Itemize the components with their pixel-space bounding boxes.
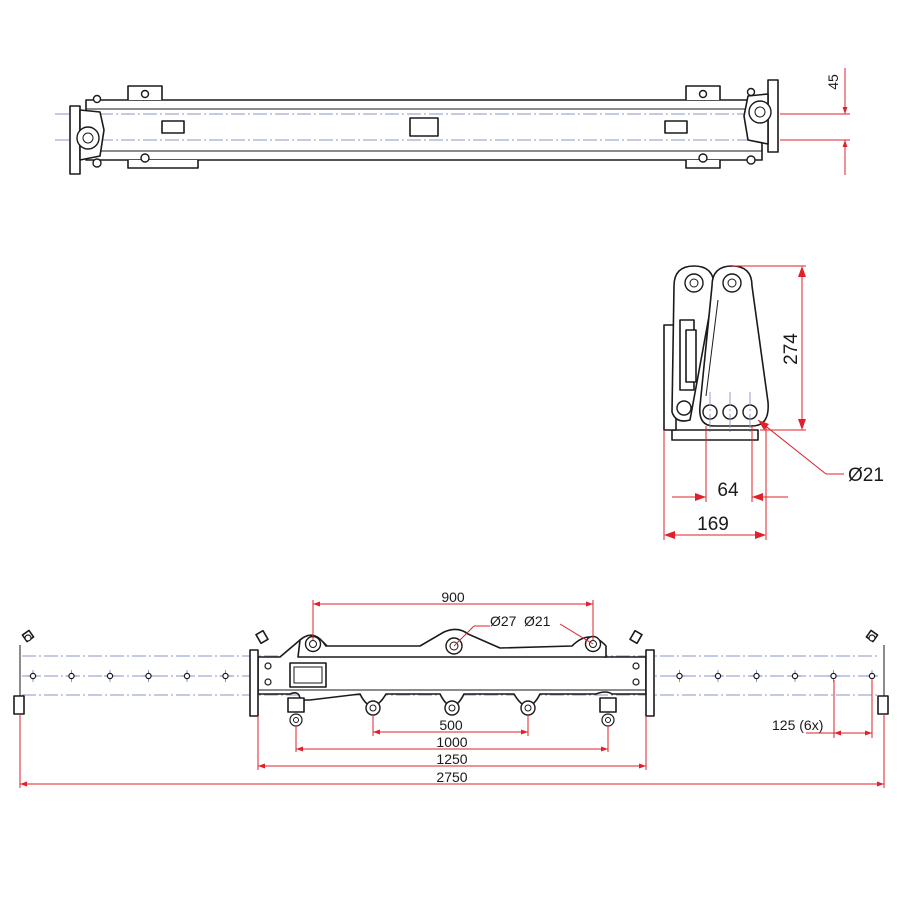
dim-500-label: 500: [439, 717, 463, 733]
position-marker-left-1: [27, 670, 39, 682]
dim-500: 500: [372, 715, 529, 736]
dim-274: 274: [732, 265, 806, 431]
end-cap-right: [743, 79, 779, 165]
position-marker-left-4: [142, 670, 155, 682]
bracket-bottom-right: [685, 160, 721, 169]
position-marker-left-6: [219, 670, 232, 682]
lower-hole-1: [365, 700, 381, 716]
lower-hole-2: [444, 700, 460, 716]
dim-1250-label: 1250: [436, 751, 467, 767]
dim-hole-small: Ø21: [524, 613, 594, 645]
bracket-bottom-left: [127, 160, 199, 169]
dim-2750: 2750: [19, 714, 885, 788]
position-marker-left-2: [65, 670, 78, 682]
position-marker-right-2: [827, 670, 840, 682]
dim-900: 900: [312, 589, 594, 640]
position-marker-right-5: [712, 670, 724, 682]
side-view: 274 Ø21 64 169: [663, 265, 884, 540]
position-marker-left-3: [104, 670, 116, 682]
dim-2750-label: 2750: [436, 769, 467, 785]
dim-side-hole-label: Ø21: [848, 465, 884, 486]
dim-1000: 1000: [295, 726, 609, 752]
end-stop-left: [13, 629, 35, 715]
end-cap-left: [69, 94, 105, 175]
frame-bracket-right: [599, 629, 655, 727]
slot-left: [161, 120, 185, 134]
dim-hole-small-label: Ø21: [524, 613, 551, 629]
position-marker-right-3: [789, 670, 801, 682]
dim-1000-label: 1000: [436, 734, 467, 750]
top-view: 45: [55, 68, 850, 175]
positions-left: [27, 670, 232, 682]
dim-45: 45: [780, 68, 850, 175]
position-marker-left-5: [181, 670, 193, 682]
slot-center: [409, 117, 439, 137]
dim-169: 169: [663, 426, 767, 540]
dim-900-label: 900: [441, 589, 465, 605]
rear-link-hole: [684, 273, 704, 293]
slot-right: [664, 120, 688, 134]
dim-274-label: 274: [781, 333, 802, 365]
dim-pitch: 125 (6x): [772, 680, 873, 738]
dim-pitch-label: 125 (6x): [772, 717, 823, 733]
dim-64: 64: [672, 426, 788, 502]
dim-64-label: 64: [717, 480, 739, 501]
base-plate: [671, 429, 759, 441]
position-marker-right-4: [750, 670, 763, 682]
dim-hole-large-label: Ø27: [490, 613, 517, 629]
dim-side-hole: Ø21: [757, 419, 884, 486]
front-view: 900 Ø27 Ø21 500 1000: [13, 589, 889, 788]
lower-hole-3: [520, 700, 536, 716]
front-link-hole: [722, 273, 742, 293]
position-marker-right-6: [673, 670, 686, 682]
dim-hole-large: Ø27: [453, 613, 517, 647]
dim-45-label: 45: [825, 74, 841, 90]
frame-bracket-left: [249, 629, 305, 727]
end-stop-right: [865, 629, 889, 715]
dim-169-label: 169: [697, 514, 729, 535]
dim-1250: 1250: [257, 716, 647, 770]
